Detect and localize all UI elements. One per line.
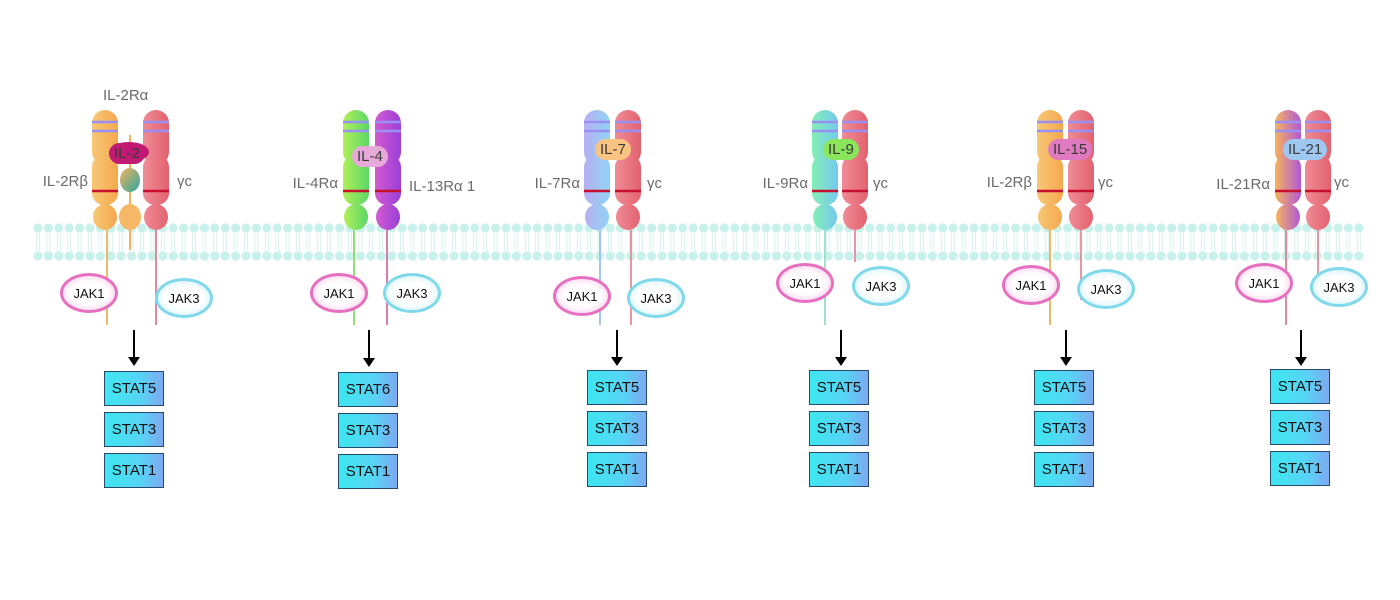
- stat-box: STAT1: [809, 452, 869, 487]
- jak1-badge: JAK1: [1235, 263, 1293, 303]
- stat-box: STAT3: [587, 411, 647, 446]
- receptor-label-left: IL-2Rβ: [986, 174, 1032, 191]
- stat-box: STAT5: [587, 370, 647, 405]
- stat-box: STAT3: [1270, 410, 1330, 445]
- receptor-chain: [615, 110, 641, 230]
- cytokine-label: IL-4: [352, 146, 388, 167]
- cytokine-label: IL-15: [1048, 139, 1093, 160]
- receptor-chain: [1037, 110, 1063, 230]
- receptor-label-left: IL-2Rβ: [42, 173, 88, 190]
- stat-box: STAT5: [1034, 370, 1094, 405]
- jak1-badge: JAK1: [1002, 265, 1060, 305]
- cytokine-label: IL-2: [109, 143, 145, 164]
- stat-box: STAT1: [1270, 451, 1330, 486]
- jak3-badge: JAK3: [1310, 267, 1368, 307]
- signal-arrow: [835, 330, 847, 366]
- stat-box: STAT3: [338, 413, 398, 448]
- receptor-label-left: IL-21Rα: [1216, 176, 1270, 193]
- receptor-label-right: γc: [1098, 174, 1113, 191]
- receptor-chain: [1305, 110, 1331, 230]
- stat-box: STAT1: [338, 454, 398, 489]
- receptor-label-left: IL-4Rα: [292, 175, 338, 192]
- jak1-badge: JAK1: [60, 273, 118, 313]
- stat-box: STAT1: [1034, 452, 1094, 487]
- jak3-badge: JAK3: [155, 278, 213, 318]
- receptor-chain: [143, 110, 169, 230]
- jak1-badge: JAK1: [310, 273, 368, 313]
- jak3-badge: JAK3: [1077, 269, 1135, 309]
- receptor-label-top: IL-2Rα: [103, 87, 149, 104]
- receptor-chain: [92, 110, 118, 230]
- jak3-badge: JAK3: [627, 278, 685, 318]
- signal-arrow: [128, 330, 140, 366]
- receptor-label-right: γc: [647, 175, 662, 192]
- jak3-badge: JAK3: [383, 273, 441, 313]
- receptor-label-right: IL-13Rα 1: [409, 178, 476, 195]
- receptor-chain: [1068, 110, 1094, 230]
- stat-box: STAT5: [1270, 369, 1330, 404]
- stat-box: STAT5: [809, 370, 869, 405]
- stat-box: STAT3: [1034, 411, 1094, 446]
- jak1-badge: JAK1: [553, 276, 611, 316]
- stat-box: STAT6: [338, 372, 398, 407]
- cytokine-label: IL-21: [1283, 139, 1328, 160]
- stat-box: STAT1: [587, 452, 647, 487]
- stat-box: STAT3: [809, 411, 869, 446]
- receptor-label-right: γc: [873, 175, 888, 192]
- stat-box: STAT3: [104, 412, 164, 447]
- signal-arrow: [611, 330, 623, 366]
- jak3-badge: JAK3: [852, 266, 910, 306]
- signal-arrow: [1060, 330, 1072, 366]
- jak1-badge: JAK1: [776, 263, 834, 303]
- stat-box: STAT1: [104, 453, 164, 488]
- stat-box: STAT5: [104, 371, 164, 406]
- receptor-label-right: γc: [177, 173, 192, 190]
- receptor-chain: [584, 110, 610, 230]
- receptor-label-left: IL-7Rα: [534, 175, 580, 192]
- cytokine-label: IL-9: [823, 139, 859, 160]
- receptor-chain: [812, 110, 838, 230]
- signal-arrow: [363, 330, 375, 367]
- cytokine-label: IL-7: [595, 139, 631, 160]
- receptor-chain: [343, 110, 369, 230]
- receptor-label-left: IL-9Rα: [762, 175, 808, 192]
- receptor-chain: [842, 110, 868, 230]
- signal-arrow: [1295, 330, 1307, 366]
- receptor-chain: [1275, 110, 1301, 230]
- receptor-label-right: γc: [1334, 174, 1349, 191]
- receptor-chain: [375, 110, 401, 230]
